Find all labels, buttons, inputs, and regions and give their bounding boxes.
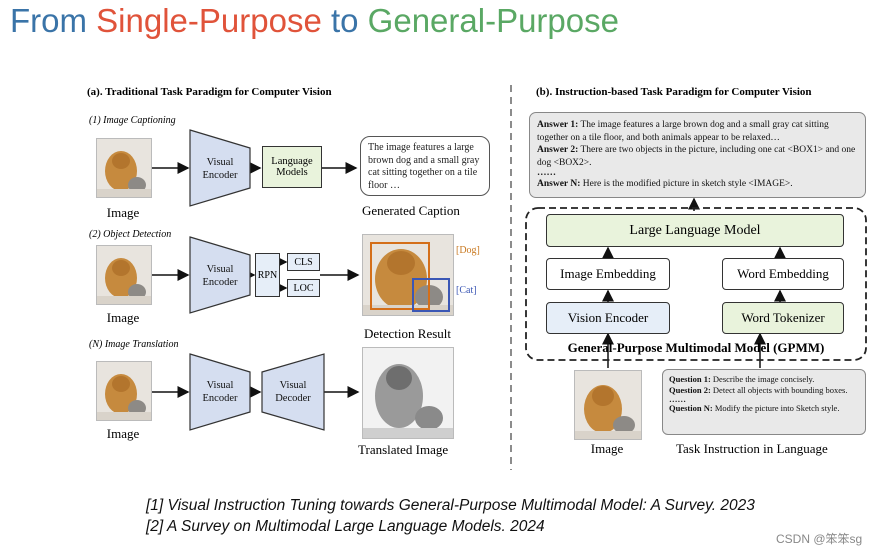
word-embedding-box: Word Embedding [722, 258, 844, 290]
dog-cat-image-2 [96, 245, 152, 305]
reference-2: [2] A Survey on Multimodal Large Languag… [146, 518, 545, 535]
gpmm-container [525, 207, 867, 361]
answer-2: Answer 2: There are two objects in the p… [537, 144, 858, 169]
loc-box: LOC [287, 279, 320, 297]
detection-result-image [362, 234, 454, 316]
detection-result-label: Detection Result [364, 326, 452, 341]
title-part-3: to [321, 2, 368, 39]
answer-1-text: The image features a large brown dog and… [537, 120, 829, 143]
dog-cat-image-3 [96, 361, 152, 421]
dog-cat-photo-icon [97, 362, 151, 420]
caption-bubble: The image features a large brown dog and… [360, 136, 490, 196]
task-instruction-label: Task Instruction in Language [676, 441, 828, 456]
translated-image-label: Translated Image [358, 442, 449, 457]
language-models-box: Language Models [262, 146, 322, 188]
encoder-shape-det [189, 236, 251, 314]
image-label-1: Image [106, 205, 140, 220]
image-label-3: Image [106, 426, 140, 441]
gpmm-label: General-Purpose Multimodal Model (GPMM) [567, 340, 825, 355]
question-1: Question 1: Describe the image concisely… [669, 374, 859, 385]
left-panel-title: (a). Traditional Task Paradigm for Compu… [87, 86, 332, 98]
answer-n-label: Answer N: [537, 179, 581, 189]
rpn-box: RPN [255, 253, 280, 297]
dog-cat-photo-icon [97, 246, 151, 304]
visual-encoder-tr-label: Visual Encoder [202, 380, 238, 404]
title-part-4: General-Purpose [367, 2, 619, 39]
question-n-text: Modify the picture into Sketch style. [712, 403, 840, 413]
decoder-shape [261, 353, 325, 431]
answer-2-text: There are two objects in the picture, in… [537, 145, 856, 168]
sketch-photo-icon [363, 348, 453, 438]
encoder-shape-tr [189, 353, 251, 431]
questions-box: Question 1: Describe the image concisely… [662, 369, 866, 435]
visual-encoder-cap-label: Visual Encoder [202, 157, 238, 181]
answer-1: Answer 1: The image features a large bro… [537, 119, 858, 144]
answer-1-label: Answer 1: [537, 120, 579, 130]
answer-2-label: Answer 2: [537, 145, 579, 155]
encoder-shape-cap [189, 129, 251, 207]
cat-tag: [Cat] [456, 285, 477, 296]
image-label-4: Image [590, 441, 624, 456]
dog-tag: [Dog] [456, 245, 480, 256]
question-1-label: Question 1: [669, 374, 711, 384]
page-title: From Single-Purpose to General-Purpose [10, 2, 619, 40]
word-tokenizer-box: Word Tokenizer [722, 302, 844, 334]
translated-image [362, 347, 454, 439]
title-part-1: From [10, 2, 97, 39]
reference-1: [1] Visual Instruction Tuning towards Ge… [146, 497, 755, 514]
watermark: CSDN @笨笨sg [776, 532, 863, 546]
section-detection: (2) Object Detection [89, 229, 172, 240]
answer-n-text: Here is the modified picture in sketch s… [580, 179, 793, 189]
visual-encoder-det-label: Visual Encoder [202, 264, 238, 288]
section-translation: (N) Image Translation [89, 339, 179, 350]
question-2: Question 2: Detect all objects with boun… [669, 385, 859, 396]
answer-dots: …… [537, 168, 556, 178]
llm-box: Large Language Model [546, 214, 844, 247]
cls-box: CLS [287, 253, 320, 271]
dog-cat-image-1 [96, 138, 152, 198]
dog-cat-photo-icon [575, 371, 641, 439]
answer-n: Answer N: Here is the modified picture i… [537, 178, 858, 191]
question-n-label: Question N: [669, 403, 713, 413]
title-part-2: Single-Purpose [96, 2, 322, 39]
question-1-text: Describe the image concisely. [710, 374, 815, 384]
question-dots: …… [669, 394, 686, 404]
detection-photo-icon [363, 235, 453, 315]
section-captioning: (1) Image Captioning [89, 115, 176, 126]
vision-encoder-box: Vision Encoder [546, 302, 670, 334]
question-n: Question N: Modify the picture into Sket… [669, 403, 859, 414]
image-embedding-box: Image Embedding [546, 258, 670, 290]
dog-cat-photo-icon [97, 139, 151, 197]
image-label-2: Image [106, 310, 140, 325]
question-2-text: Detect all objects with bounding boxes. [710, 384, 848, 395]
right-panel-title: (b). Instruction-based Task Paradigm for… [536, 86, 812, 98]
generated-caption-label: Generated Caption [362, 203, 460, 218]
dog-cat-image-4 [574, 370, 642, 440]
visual-decoder-label: Visual Decoder [275, 380, 311, 404]
answers-box: Answer 1: The image features a large bro… [529, 112, 866, 198]
question-2-label: Question 2: [669, 384, 711, 395]
